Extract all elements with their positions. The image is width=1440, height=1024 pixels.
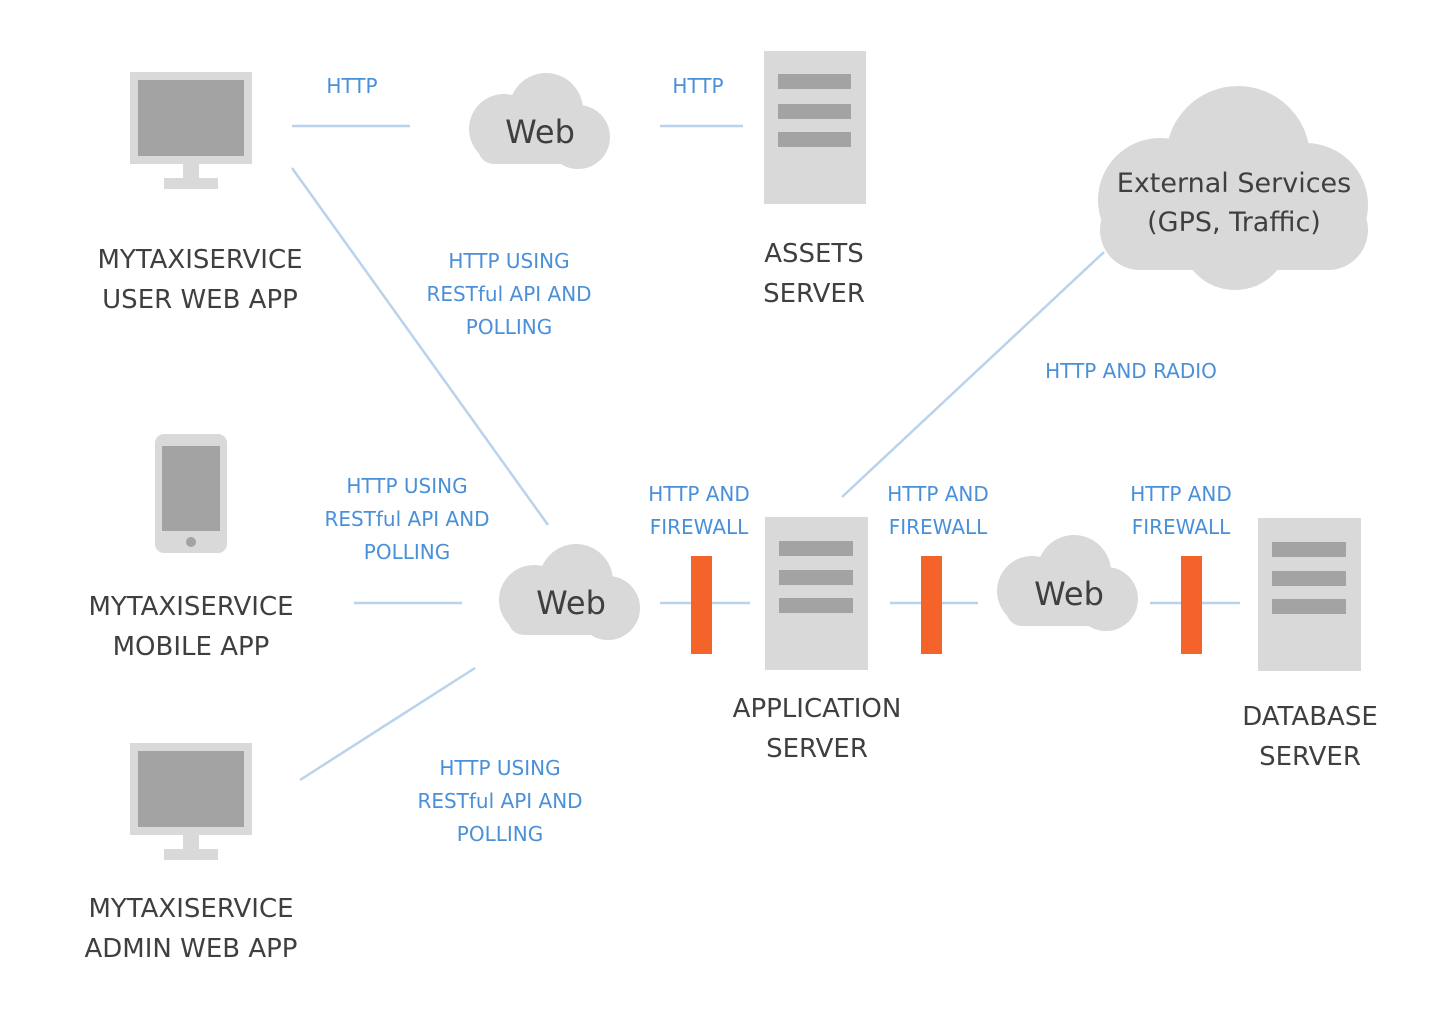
edge-label-line3: POLLING <box>456 822 544 846</box>
edge-label-mobile-to-web-mid: HTTP USING RESTful API AND POLLING <box>297 470 517 569</box>
edge-admin-to-web-mid <box>299 666 476 782</box>
edge-label-line1: HTTP AND <box>1130 482 1232 506</box>
assets-server-label: ASSETS SERVER <box>734 234 894 314</box>
user-web-app-label: MYTAXISERVICE USER WEB APP <box>80 240 320 320</box>
node-label-line2: MOBILE APP <box>112 632 270 662</box>
server-rack-icon <box>764 51 866 204</box>
edge-label-line2: FIREWALL <box>1131 515 1231 539</box>
node-label-line1: ASSETS <box>764 239 864 269</box>
database-server-label: DATABASE SERVER <box>1210 697 1410 777</box>
edge-label-line1: HTTP AND <box>648 482 750 506</box>
server-rack-icon <box>1258 518 1361 671</box>
node-label-line1: APPLICATION <box>732 694 902 724</box>
edge-label-line1: HTTP AND <box>887 482 989 506</box>
edge-label-user-to-web: HTTP <box>292 70 412 103</box>
external-services-line2: (GPS, Traffic) <box>1147 207 1321 238</box>
admin-web-app-label: MYTAXISERVICE ADMIN WEB APP <box>60 889 322 969</box>
external-services-line1: External Services <box>1117 168 1351 199</box>
cloud-icon: External Services (GPS, Traffic) <box>1098 86 1368 290</box>
node-label-line1: MYTAXISERVICE <box>88 894 294 924</box>
node-label-line2: SERVER <box>763 279 865 309</box>
edge-label-line3: POLLING <box>363 540 451 564</box>
cloud-label: Web <box>505 113 575 151</box>
edge-label-line1: HTTP USING <box>439 756 561 780</box>
node-label-line2: USER WEB APP <box>102 285 298 315</box>
edge-label-line1: HTTP <box>672 74 724 98</box>
edge-label-web-right-to-db: HTTP AND FIREWALL <box>1101 478 1261 544</box>
edge-label-line2: RESTful API AND <box>324 507 490 531</box>
edge-user-to-web-mid <box>290 167 550 526</box>
edge-app-to-external <box>841 251 1105 498</box>
edge-label-app-to-external: HTTP AND RADIO <box>1011 355 1251 388</box>
edge-label-web-to-assets: HTTP <box>638 70 758 103</box>
node-label-line2: ADMIN WEB APP <box>84 934 298 964</box>
edge-label-app-to-web-right: HTTP AND FIREWALL <box>858 478 1018 544</box>
edge-label-admin-to-web-mid: HTTP USING RESTful API AND POLLING <box>390 752 610 851</box>
cloud-label: Web <box>536 584 606 622</box>
cloud-icon: Web <box>499 544 640 640</box>
edge-label-web-mid-to-app: HTTP AND FIREWALL <box>619 478 779 544</box>
node-label-line2: SERVER <box>1259 742 1361 772</box>
edge-label-line2: FIREWALL <box>649 515 749 539</box>
edge-label-line1: HTTP USING <box>346 474 468 498</box>
edge-label-line3: POLLING <box>465 315 553 339</box>
mobile-app-label: MYTAXISERVICE MOBILE APP <box>71 587 311 667</box>
node-label-line1: DATABASE <box>1242 702 1378 732</box>
firewall-1 <box>691 556 712 654</box>
edge-label-line2: RESTful API AND <box>417 789 583 813</box>
edge-label-line1: HTTP AND RADIO <box>1045 359 1217 383</box>
edge-label-line2: RESTful API AND <box>426 282 592 306</box>
edge-label-user-to-web-mid: HTTP USING RESTful API AND POLLING <box>399 245 619 344</box>
cloud-icon: Web <box>469 73 610 169</box>
firewall-3 <box>1181 556 1202 654</box>
application-server-label: APPLICATION SERVER <box>707 689 927 769</box>
desktop-monitor-icon <box>130 72 252 189</box>
desktop-monitor-icon <box>130 743 252 860</box>
cloud-icon: Web <box>997 535 1138 631</box>
smartphone-icon <box>155 434 227 553</box>
cloud-label: Web <box>1034 575 1104 613</box>
edge-label-line1: HTTP USING <box>448 249 570 273</box>
firewall-2 <box>921 556 942 654</box>
node-label-line1: MYTAXISERVICE <box>88 592 294 622</box>
server-rack-icon <box>765 517 868 670</box>
node-label-line2: SERVER <box>766 734 868 764</box>
edge-label-line2: FIREWALL <box>888 515 988 539</box>
edge-label-line1: HTTP <box>326 74 378 98</box>
node-label-line1: MYTAXISERVICE <box>97 245 303 275</box>
